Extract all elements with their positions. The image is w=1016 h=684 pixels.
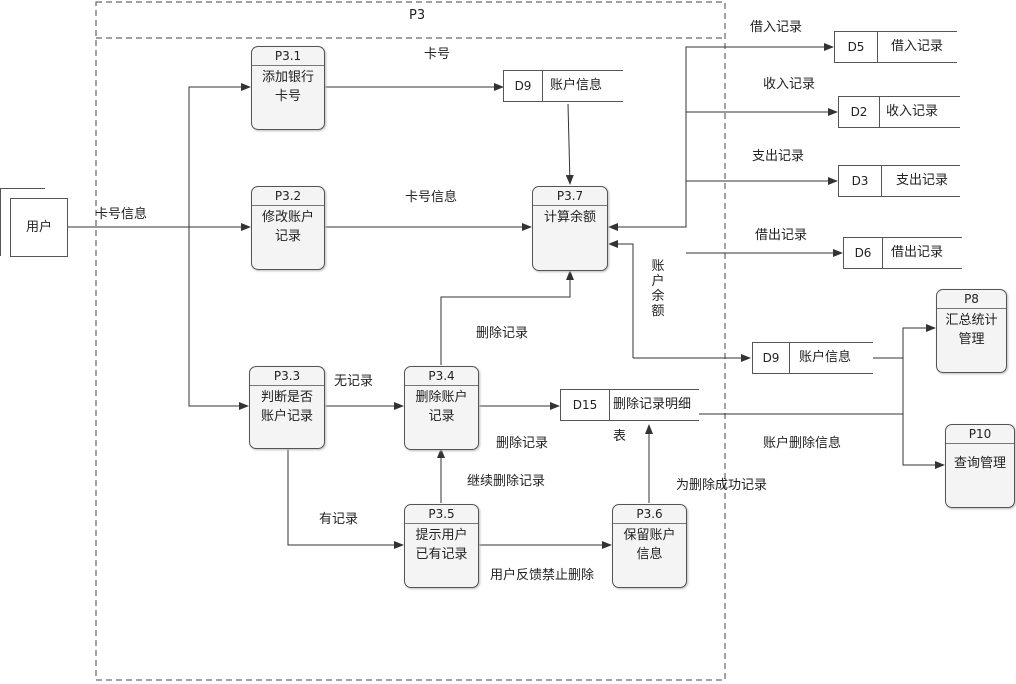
process-p10: P10 查询管理: [945, 424, 1015, 508]
process-p32-name: 修改账户 记录: [261, 210, 314, 244]
store-d5: D5 借入记录: [834, 31, 957, 63]
store-d6-id: D6: [843, 237, 883, 269]
flow-p34-to-p37: [440, 270, 574, 365]
process-p8-name: 汇总统计 管理: [945, 313, 998, 347]
process-p34-id: P3.4: [405, 367, 478, 386]
process-p31-id: P3.1: [252, 47, 324, 66]
p3-boundary: [95, 1, 726, 681]
process-p31-name: 添加银行 卡号: [261, 70, 314, 104]
entity-user: 用户: [10, 198, 68, 257]
entity-user-bracket: [0, 188, 45, 189]
process-p36-name: 保留账户 信息: [623, 528, 676, 562]
process-p37-id: P3.7: [533, 187, 607, 206]
store-d2: D2 收入记录: [838, 96, 960, 128]
flow-d9r-to-p8: [873, 324, 936, 359]
store-d2-id: D2: [838, 96, 880, 128]
flow-p33-to-p35: [287, 448, 404, 549]
flow-label-delete-record-right: 删除记录: [496, 436, 549, 451]
process-p37: P3.7 计算余额: [532, 186, 608, 271]
boundary-title: P3: [409, 8, 426, 23]
process-p33: P3.3 判断是否 账户记录: [249, 366, 325, 449]
store-d5-top: [834, 31, 957, 32]
process-p35-name: 提示用户 已有记录: [415, 528, 468, 562]
store-d9-right-top: [752, 342, 873, 343]
store-d9-right-name: 账户信息: [799, 350, 852, 365]
store-d3-id: D3: [838, 165, 882, 197]
store-d5-bottom: [834, 62, 957, 63]
store-d5-name: 借入记录: [891, 39, 944, 54]
flow-d15-to-p10: [699, 413, 945, 469]
flow-label-balance: 账户余额: [651, 259, 665, 319]
process-p33-name: 判断是否 账户记录: [260, 390, 313, 424]
store-d3-bottom: [838, 196, 960, 197]
store-d2-top: [838, 96, 960, 97]
process-p35-id: P3.5: [405, 505, 478, 524]
flow-label-delete-success: 为删除成功记录: [676, 478, 768, 493]
flow-label-card-info-in: 卡号信息: [95, 207, 148, 222]
store-d9-bottom: [503, 101, 623, 102]
store-d3: D3 支出记录: [838, 165, 960, 197]
store-d9-name: 账户信息: [550, 78, 603, 93]
flow-p37-to-d5: [608, 43, 834, 228]
process-p8: P8 汇总统计 管理: [936, 289, 1007, 373]
flow-label-no-record: 无记录: [334, 374, 374, 389]
flow-branch-to-p31: [188, 83, 251, 227]
flow-d9-to-p37: [565, 103, 574, 185]
process-p34-name: 删除账户 记录: [415, 390, 468, 424]
flow-label-card-info: 卡号信息: [405, 190, 458, 205]
store-d9: D9 账户信息: [503, 70, 623, 102]
process-p8-id: P8: [937, 290, 1006, 309]
store-d15-id: D15: [560, 389, 610, 421]
store-d5-id: D5: [834, 31, 878, 63]
store-d9-id: D9: [503, 70, 543, 102]
flow-label-borrow-in: 借入记录: [750, 20, 803, 35]
store-d9-right-bottom: [752, 373, 873, 374]
flow-branch-to-p33: [188, 227, 249, 410]
store-d9-right-id: D9: [752, 342, 790, 374]
store-d15-bottom: [560, 420, 699, 421]
store-d9-right: D9 账户信息: [752, 342, 873, 374]
flow-label-account-delete-info: 账户删除信息: [763, 436, 842, 451]
entity-user-bracket-side: [0, 188, 1, 256]
flow-label-continue-delete: 继续删除记录: [467, 474, 546, 489]
store-d2-bottom: [838, 127, 960, 128]
flow-label-has-record: 有记录: [319, 512, 359, 527]
store-d6: D6 借出记录: [843, 237, 962, 269]
store-d3-name: 支出记录: [896, 173, 949, 188]
process-p35: P3.5 提示用户 已有记录: [404, 504, 479, 588]
entity-user-label: 用户: [25, 220, 52, 235]
process-p37-name: 计算余额: [543, 210, 596, 225]
store-d2-name: 收入记录: [886, 104, 939, 119]
process-p33-id: P3.3: [250, 367, 324, 386]
process-p32-id: P3.2: [252, 187, 324, 206]
store-d15-name: 删除记录明细表: [613, 397, 692, 444]
process-p31: P3.1 添加银行 卡号: [251, 46, 325, 130]
process-p10-id: P10: [946, 425, 1014, 444]
store-d9-top: [503, 70, 623, 71]
flow-label-card-no: 卡号: [424, 47, 451, 62]
flow-p37-d9-balance: [608, 240, 634, 358]
store-d3-top: [838, 165, 960, 166]
process-p34: P3.4 删除账户 记录: [404, 366, 479, 450]
flow-label-forbid-delete: 用户反馈禁止删除: [490, 568, 595, 583]
store-d6-top: [843, 237, 962, 238]
process-p36-id: P3.6: [613, 505, 686, 524]
store-d6-name: 借出记录: [891, 245, 944, 260]
store-d15-top: [560, 389, 699, 390]
flow-label-delete-record-up: 删除记录: [476, 326, 529, 341]
flow-label-lend-out: 借出记录: [755, 228, 808, 243]
flow-label-expense: 支出记录: [752, 149, 805, 164]
process-p36: P3.6 保留账户 信息: [612, 504, 687, 588]
process-p10-name: 查询管理: [953, 456, 1006, 471]
process-p32: P3.2 修改账户 记录: [251, 186, 325, 270]
flow-label-income: 收入记录: [763, 77, 816, 92]
store-d6-bottom: [843, 268, 962, 269]
store-d15: D15 删除记录明细表: [560, 389, 699, 444]
